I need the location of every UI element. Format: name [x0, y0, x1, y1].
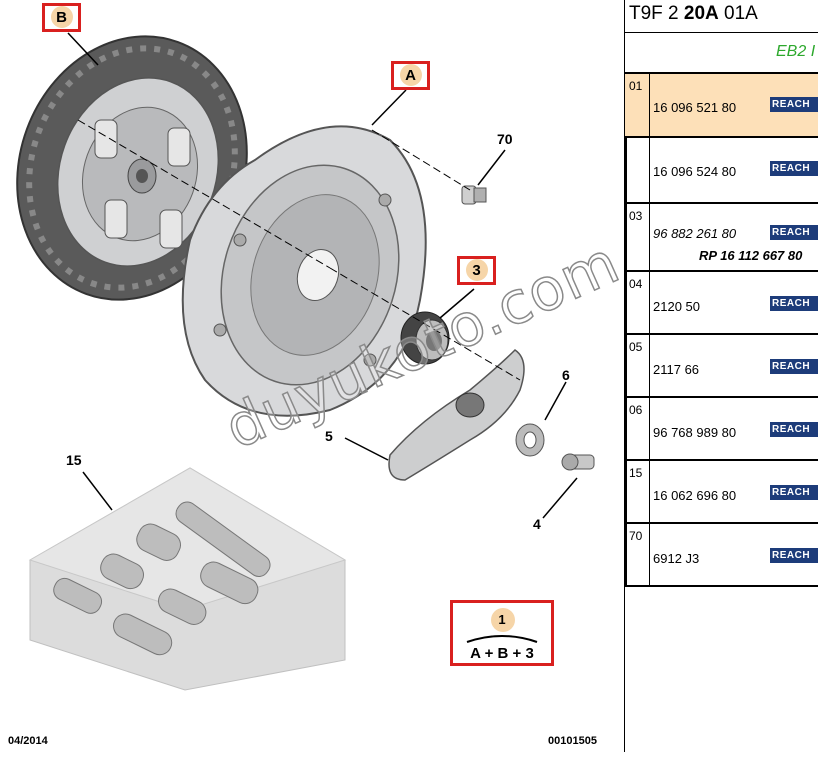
- callout-a[interactable]: A: [391, 61, 430, 90]
- row-index-cell: 01: [625, 74, 650, 136]
- part-reference[interactable]: 96 768 989 80: [653, 425, 737, 440]
- row-index: 06: [629, 403, 643, 417]
- reach-badge: REACH: [770, 296, 818, 311]
- callout-3[interactable]: 3: [457, 256, 496, 285]
- diagram-code: 00101505: [548, 735, 597, 747]
- diagram-date: 04/2014: [8, 735, 48, 747]
- panel-header: T9F 2 20A 01A: [629, 3, 758, 24]
- part-reference[interactable]: 2117 66: [653, 362, 700, 377]
- reach-badge: REACH: [770, 359, 818, 374]
- row-index: 04: [629, 277, 643, 291]
- row-index-cell: 04: [625, 272, 650, 333]
- row-index-cell: 70: [625, 524, 650, 585]
- kit-formula: A + B + 3: [470, 645, 534, 662]
- kit-callout[interactable]: 1 A + B + 3: [450, 600, 554, 666]
- reach-badge: REACH: [770, 485, 818, 500]
- part-number-4[interactable]: 4: [533, 516, 541, 532]
- reach-badge: REACH: [770, 97, 818, 112]
- part-reference[interactable]: 16 062 696 80: [653, 488, 737, 503]
- clip-and-pivot-drawing: [515, 423, 595, 471]
- parts-row[interactable]: 01 16 096 521 80 REACH: [625, 72, 818, 136]
- parts-row[interactable]: 16 096 524 80 REACH: [625, 136, 818, 202]
- parts-list-panel: T9F 2 20A 01A EB2 I 01 16 096 521 80 REACH…: [625, 0, 818, 752]
- reach-badge: REACH: [770, 161, 818, 176]
- part-reference[interactable]: 96 882 261 80: [653, 226, 737, 241]
- part-reference[interactable]: 2120 50: [653, 299, 700, 314]
- part-number-6[interactable]: 6: [562, 367, 570, 383]
- pressure-plate-drawing: [181, 125, 427, 417]
- parts-row[interactable]: 04 2120 50 REACH: [625, 270, 818, 333]
- part-reference[interactable]: 6912 J3: [653, 551, 700, 566]
- reach-badge: REACH: [770, 225, 818, 240]
- parts-row[interactable]: 03 96 882 261 80 RP 16 112 667 80 REACH: [625, 202, 818, 270]
- row-index: 05: [629, 340, 643, 354]
- part-reference[interactable]: 16 096 521 80: [653, 100, 737, 115]
- part-number-70[interactable]: 70: [497, 131, 513, 147]
- parts-diagram: duyukoto.com B A 3 70 6 5 4 15 1 A + B +…: [8, 3, 630, 747]
- exploded-view-drawing: [16, 32, 595, 691]
- alignment-tool-kit-drawing: [28, 467, 347, 691]
- panel-divider: [624, 0, 625, 752]
- row-index-cell: 05: [625, 335, 650, 396]
- release-bearing-drawing: [400, 311, 450, 365]
- part-reference[interactable]: 16 096 524 80: [653, 164, 737, 179]
- parts-row[interactable]: 06 96 768 989 80 REACH: [625, 396, 818, 459]
- row-index: 01: [629, 79, 643, 93]
- row-index: 03: [629, 209, 643, 223]
- reach-badge: REACH: [770, 548, 818, 563]
- parts-row[interactable]: 05 2117 66 REACH: [625, 333, 818, 396]
- row-index: 70: [629, 529, 643, 543]
- release-fork-drawing: [388, 349, 525, 481]
- row-index-cell: 06: [625, 398, 650, 459]
- row-index: 15: [629, 466, 643, 480]
- row-index-cell: 15: [625, 461, 650, 522]
- row-index-cell: 03: [625, 204, 650, 270]
- parts-row[interactable]: 15 16 062 696 80 REACH: [625, 459, 818, 522]
- part-number-5[interactable]: 5: [325, 428, 333, 444]
- clutch-disc-drawing: [16, 35, 248, 301]
- replacement-reference[interactable]: RP 16 112 667 80: [699, 248, 803, 263]
- part-number-15[interactable]: 15: [66, 452, 82, 468]
- callout-b[interactable]: B: [42, 3, 81, 32]
- parts-row[interactable]: 70 6912 J3 REACH: [625, 522, 818, 585]
- kit-number: 1: [498, 612, 506, 627]
- row-index-cell: [625, 138, 650, 202]
- engine-subheader: EB2 I: [625, 32, 818, 73]
- kit-arc-icon: [466, 635, 538, 643]
- bolt-drawing: [461, 185, 487, 205]
- reach-badge: REACH: [770, 422, 818, 437]
